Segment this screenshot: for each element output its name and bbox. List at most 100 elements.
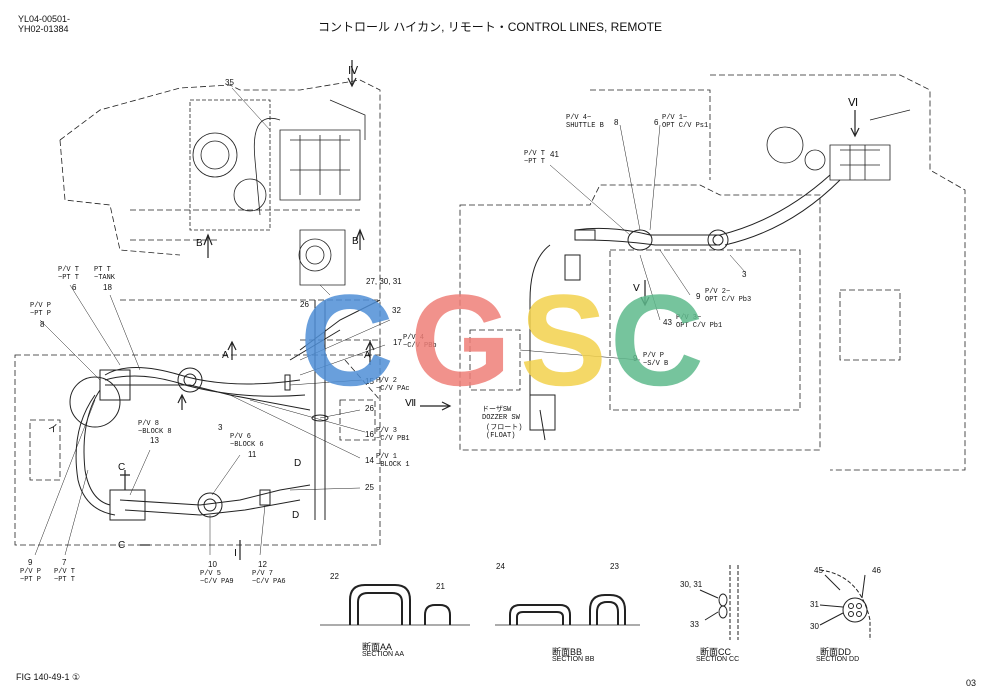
section-dd-jp: 断面DD xyxy=(820,647,851,657)
callout-25: 25 xyxy=(365,483,374,492)
callout-9-right-lower: 9 xyxy=(633,354,638,363)
label-pv2-opt: P/V 2~ OPT C/V Pb3 xyxy=(705,288,752,304)
section-dd-drawing xyxy=(819,569,871,640)
section-cc-jp: 断面CC xyxy=(700,647,731,657)
view-label-b-left: B xyxy=(196,238,203,249)
callout-35: 35 xyxy=(225,78,234,87)
label-pv2-cv: P/V 2 ~C/V PAc xyxy=(376,377,410,393)
part-code-2: YH02-01384 xyxy=(18,24,69,34)
left-leaders xyxy=(34,87,391,556)
section-aa-en: SECTION AA xyxy=(362,651,405,658)
callout-41: 41 xyxy=(550,150,559,159)
view-arrows xyxy=(120,60,860,560)
right-leaders xyxy=(519,124,746,361)
page-title: コントロール ハイカン, リモート・CONTROL LINES, REMOTE xyxy=(318,20,663,34)
section-dd-en: SECTION DD xyxy=(816,656,860,663)
right-machinery xyxy=(766,109,911,181)
view-label-c-top: C xyxy=(118,462,126,473)
callout-26-top: 26 xyxy=(300,300,309,309)
callout-6: 6 xyxy=(72,283,77,292)
view-label-a-right: A xyxy=(364,350,371,361)
callout-21: 21 xyxy=(436,582,445,591)
label-pv1-block: P/V 1 ~BLOCK 1 xyxy=(376,453,410,469)
figure-number: FIG 140-49-1 ① xyxy=(16,672,81,682)
label-pv4-shuttle: P/V 4~ SHUTTLE B xyxy=(566,114,604,130)
right-frame-outline xyxy=(459,74,966,471)
left-upper-machinery xyxy=(189,99,366,286)
label-float: (フロート) (FLOAT) xyxy=(486,424,523,440)
view-label-a-left: A xyxy=(222,350,229,361)
label-pv5-cv: P/V 5 ~C/V PA9 xyxy=(200,570,234,586)
callout-13: 13 xyxy=(150,436,159,445)
view-label-d-top: D xyxy=(294,458,302,469)
page-number: 03 xyxy=(966,678,977,688)
watermark-letter-c1: C xyxy=(300,267,394,413)
section-bb-jp: 断面BB xyxy=(552,647,583,657)
callout-16: 16 xyxy=(365,430,374,439)
view-label-c-bottom: C xyxy=(118,540,126,551)
section-bb-drawing xyxy=(495,594,640,626)
view-label-b-right: B xyxy=(352,236,359,247)
callout-11: 11 xyxy=(248,450,257,459)
right-control-lines xyxy=(529,174,841,441)
part-code-1: YL04-00501- xyxy=(18,14,71,24)
callout-7: 7 xyxy=(62,558,67,567)
label-pvp-sv: P/V P ~S/V B xyxy=(643,352,669,368)
label-pv6-block: P/V 6 ~BLOCK 6 xyxy=(230,433,264,449)
callout-12: 12 xyxy=(258,560,267,569)
callout-43: 43 xyxy=(663,318,672,327)
callout-33: 33 xyxy=(690,620,699,629)
label-pv3-opt: P/V 3~ OPT C/V Pb1 xyxy=(676,314,723,330)
label-pvt-ptt: P/V T ~PT T xyxy=(58,266,80,282)
label-pvp-ptp-bottom: P/V P ~PT P xyxy=(20,568,42,584)
watermark-letter-c2: C xyxy=(610,267,704,413)
label-pv7-cv: P/V 7 ~C/V PA6 xyxy=(252,570,286,586)
left-control-lines xyxy=(69,299,381,521)
cgsc-watermark: C G S C xyxy=(300,267,720,415)
callout-23: 23 xyxy=(610,562,619,571)
section-bb-en: SECTION BB xyxy=(552,656,595,663)
callout-26-bottom: 26 xyxy=(365,404,374,413)
section-aa-jp: 断面AA xyxy=(362,642,393,652)
callout-32: 32 xyxy=(392,306,401,315)
callout-8-right: 8 xyxy=(614,118,619,127)
callout-15: 15 xyxy=(365,377,374,386)
left-frame-outline xyxy=(14,79,381,546)
callout-9-left: 9 xyxy=(28,558,33,567)
section-aa-drawing xyxy=(320,584,470,626)
callout-30-31-cc: 30, 31 xyxy=(680,580,703,589)
callout-18: 18 xyxy=(103,283,112,292)
callout-3-right: 3 xyxy=(742,270,747,279)
view-label-vi: Ⅵ xyxy=(848,97,859,109)
view-label-vii: Ⅶ xyxy=(405,398,417,409)
label-pv8-block: P/V 8 ~BLOCK 8 xyxy=(138,420,172,436)
view-label-iv: Ⅳ xyxy=(348,65,359,77)
callout-31-dd: 31 xyxy=(810,600,819,609)
view-label-i: Ⅰ xyxy=(234,548,237,559)
section-cc-en: SECTION CC xyxy=(696,656,740,663)
label-pv4-cv: P/V 4 ~C/V PBb xyxy=(403,334,437,350)
label-pvt-ptt-bottom: P/V T ~PT T xyxy=(54,568,76,584)
watermark-letter-s: S xyxy=(520,267,607,413)
watermark-letter-g: G xyxy=(410,267,512,413)
view-label-d-bottom: D xyxy=(292,510,300,521)
section-cc-drawing xyxy=(699,565,739,640)
label-ptt-tank: PT T ~TANK xyxy=(94,266,116,282)
callout-45: 45 xyxy=(814,566,823,575)
callout-17: 17 xyxy=(393,338,402,347)
label-pvt-ptt-right: P/V T ~PT T xyxy=(524,150,546,166)
callout-22: 22 xyxy=(330,572,339,581)
callout-6-right: 6 xyxy=(654,118,659,127)
callout-8: 8 xyxy=(40,320,45,329)
callout-14: 14 xyxy=(365,456,374,465)
label-pvp-ptp-top: P/V P ~PT P xyxy=(30,302,52,318)
view-label-v: Ⅴ xyxy=(633,283,640,294)
callout-24: 24 xyxy=(496,562,505,571)
label-dozer-sw: ドーザSW DOZZER SW xyxy=(482,406,520,422)
label-pv1-opt: P/V 1~ OPT C/V Ps1 xyxy=(662,114,709,130)
callout-27-30-31: 27, 30, 31 xyxy=(366,277,402,286)
callout-46: 46 xyxy=(872,566,881,575)
callout-3-left: 3 xyxy=(218,423,223,432)
label-pv3-cv: P/V 3 ~C/V PB1 xyxy=(376,427,410,443)
